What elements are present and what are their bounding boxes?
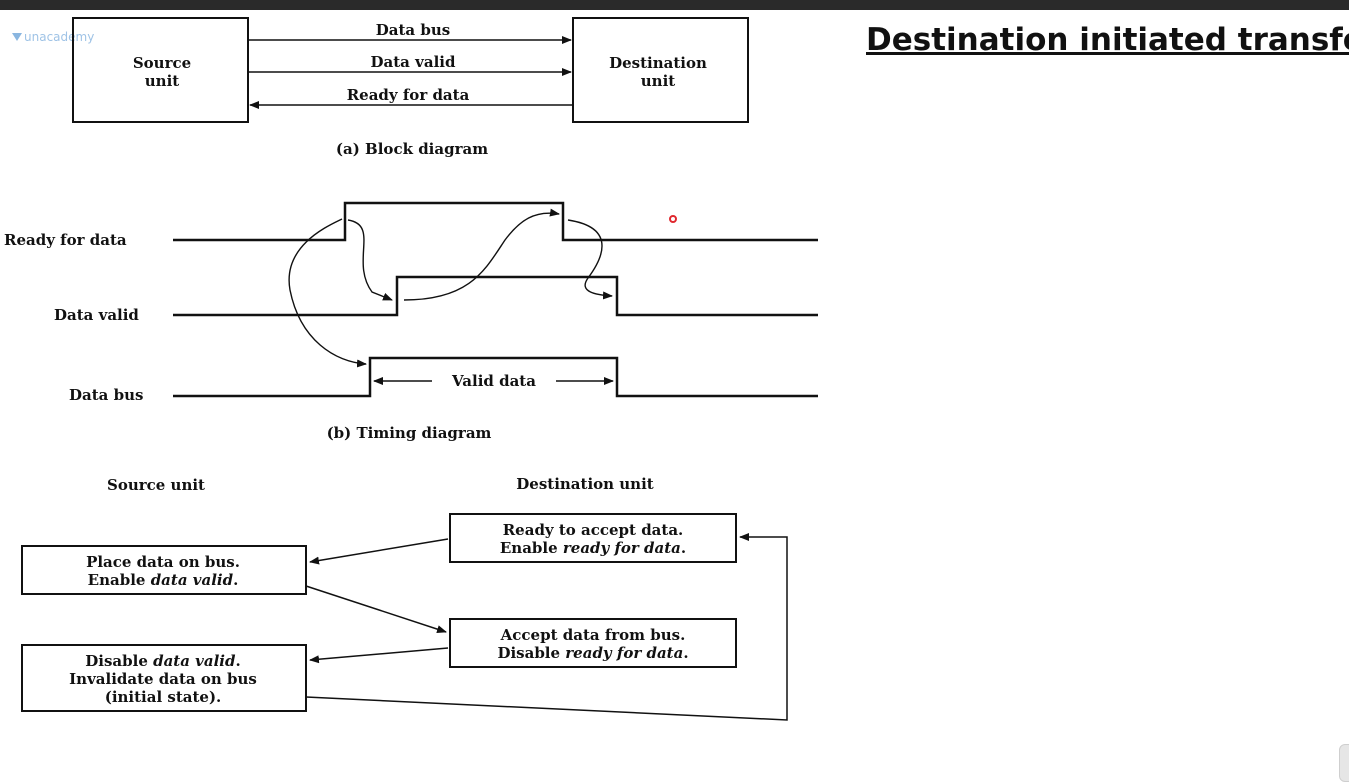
timing-label-data-bus: Data bus	[69, 386, 143, 404]
dest-step-1-line-2: Enable ready for data.	[500, 539, 686, 557]
causal-arrow-4	[567, 219, 613, 300]
dest-step-2-line-1: Accept data from bus.	[500, 626, 686, 644]
source-unit-box	[72, 17, 249, 123]
timing-label-data-valid: Data valid	[54, 306, 139, 324]
destination-unit-label-1: Destination	[609, 54, 707, 72]
destination-unit-header: Destination unit	[516, 475, 654, 493]
dest-step-2-box	[449, 618, 737, 668]
timing-diagram-caption: (b) Timing diagram	[327, 424, 492, 442]
top-bar	[0, 0, 1349, 10]
src-step-1-line-1: Place data on bus.	[86, 553, 240, 571]
trophy-icon	[12, 33, 22, 41]
dest-step-1-line-1: Ready to accept data.	[503, 521, 684, 539]
watermark-text: unacademy	[24, 30, 95, 44]
laser-pointer-dot	[669, 215, 677, 223]
data-valid-waveform	[173, 275, 818, 317]
causal-arrow-3	[403, 208, 560, 301]
block-diagram-caption: (a) Block diagram	[336, 140, 488, 158]
source-unit-header: Source unit	[107, 476, 205, 494]
corner-widget[interactable]	[1339, 744, 1349, 782]
causal-arrow-1	[288, 218, 367, 368]
data-bus-signal-label: Data bus	[376, 21, 450, 39]
ready-for-data-signal-label: Ready for data	[347, 86, 470, 104]
data-bus-waveform	[173, 356, 818, 398]
dest-step-2-line-2: Disable ready for data.	[497, 644, 688, 662]
src-step-2-line-2: Invalidate data on bus	[69, 670, 257, 688]
src-step-2-box	[21, 644, 307, 712]
src-step-2-line-3: (initial state).	[105, 688, 222, 706]
source-unit-label-2: unit	[145, 72, 180, 90]
watermark-logo: unacademy	[12, 30, 94, 44]
slide-title: Destination initiated transfer	[866, 22, 1349, 58]
ready-for-data-waveform	[173, 201, 818, 242]
source-unit-label-1: Source	[133, 54, 191, 72]
flow-arrow-dest2-to-src2	[309, 647, 449, 664]
flow-arrow-dest1-to-src1	[309, 538, 449, 565]
valid-data-label: Valid data	[451, 372, 536, 390]
src-step-1-line-2: Enable data valid.	[88, 571, 239, 589]
dest-step-1-box	[449, 513, 737, 563]
timing-label-ready-for-data: Ready for data	[4, 231, 127, 249]
src-step-2-line-1: Disable data valid.	[85, 652, 240, 670]
causal-arrow-2	[347, 219, 393, 301]
flow-arrow-src2-loop-back	[305, 533, 788, 721]
destination-unit-label-2: unit	[641, 72, 676, 90]
src-step-1-box	[21, 545, 307, 595]
destination-unit-box	[572, 17, 749, 123]
data-valid-signal-label: Data valid	[371, 53, 456, 71]
flow-arrow-src1-to-dest2	[305, 585, 447, 633]
